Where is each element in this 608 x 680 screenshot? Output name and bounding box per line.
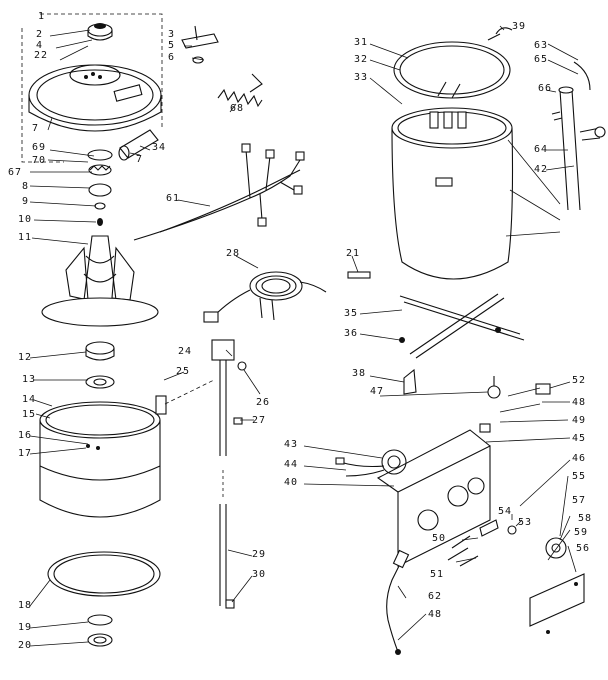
callout-18: 18 [18,600,33,611]
callout-30: 30 [252,569,267,580]
callout-64: 64 [534,144,549,155]
callout-62: 62 [428,591,443,602]
callout-2: 2 [36,29,44,40]
valve-shaft-part-24 [211,339,247,609]
tub-part-14 [39,379,215,518]
callout-44: 44 [284,459,299,470]
assembly-frame [21,13,163,163]
callout-40: 40 [284,477,299,488]
control-panel [376,383,551,567]
callout-38: 38 [352,368,367,379]
callout-35: 35 [344,308,359,319]
callout-1: 1 [38,11,46,22]
callout-22: 22 [34,50,49,61]
callout-53: 53 [518,517,533,528]
callout-21: 21 [346,248,361,259]
callout-8: 8 [22,181,30,192]
callout-42: 42 [534,164,549,175]
callout-39: 39 [512,21,527,32]
callout-5: 5 [168,40,176,51]
cross-brace-part-35 [399,293,525,359]
callout-49: 49 [572,415,587,426]
agitator-part-11 [41,235,159,327]
callout-27: 27 [252,415,267,426]
stacked-fittings [87,149,113,226]
bearing-part-12 [85,341,115,389]
tube-part-34 [118,129,159,161]
callout-4: 4 [36,40,44,51]
seal-ring-part-18 [47,551,161,647]
outer-tub-part-33 [391,107,561,280]
callout-55: 55 [572,471,587,482]
callout-7-top: 7 [32,123,40,134]
callout-57: 57 [572,495,587,506]
leader-lines [29,25,579,647]
pin-part-21 [347,271,371,279]
callout-28: 28 [226,248,241,259]
screws-part-51 [447,519,517,567]
callout-61: 61 [166,193,181,204]
motor-part-45 [335,449,407,477]
callout-58: 58 [578,513,593,524]
callout-13: 13 [22,374,37,385]
callout-45: 45 [572,433,587,444]
callout-24: 24 [178,346,193,357]
callout-16: 16 [18,430,33,441]
callout-12: 12 [18,352,33,363]
callout-68: 68 [230,103,245,114]
callout-7-side: 7 [136,154,144,165]
spring-part-68 [217,73,263,108]
wire-harness-part-61 [133,143,305,241]
callout-20: 20 [18,640,33,651]
callout-11: 11 [18,232,33,243]
callout-14: 14 [22,394,37,405]
callout-15: 15 [22,409,37,420]
callout-59: 59 [574,527,589,538]
callout-19: 19 [18,622,33,633]
callout-48-bottom: 48 [428,609,443,620]
callout-10: 10 [18,214,33,225]
callout-47: 47 [370,386,385,397]
knob-part-57 [529,537,585,634]
callout-52: 52 [572,375,587,386]
callout-33: 33 [354,72,369,83]
callout-36: 36 [344,328,359,339]
callout-54: 54 [498,506,513,517]
callout-46: 46 [572,453,587,464]
callout-32: 32 [354,54,369,65]
callout-43: 43 [284,439,299,450]
callout-31: 31 [354,37,369,48]
tub-ring-part-31 [393,41,511,99]
callout-48-top: 48 [572,397,587,408]
callout-56: 56 [576,543,591,554]
callout-63: 63 [534,40,549,51]
callout-51: 51 [430,569,445,580]
callout-34: 34 [152,142,167,153]
callout-9: 9 [22,196,30,207]
bracket-part-5 [181,25,219,64]
callout-17: 17 [18,448,33,459]
callout-66: 66 [538,83,553,94]
callout-65: 65 [534,54,549,65]
hose-part-42 [551,61,606,211]
callout-67: 67 [8,167,23,178]
motor-cord-part-28 [203,271,327,323]
callout-50: 50 [432,533,447,544]
callout-6: 6 [168,52,176,63]
cord-part-62 [386,549,410,655]
callout-29: 29 [252,549,267,560]
drive-pulley [28,64,162,132]
callout-69: 69 [32,142,47,153]
callout-25: 25 [176,366,191,377]
callout-3: 3 [168,29,176,40]
callout-26: 26 [256,397,271,408]
leveling-feet [403,368,501,399]
clip-part-39 [487,27,513,41]
cap-part-2 [87,23,113,41]
callout-70: 70 [32,155,47,166]
